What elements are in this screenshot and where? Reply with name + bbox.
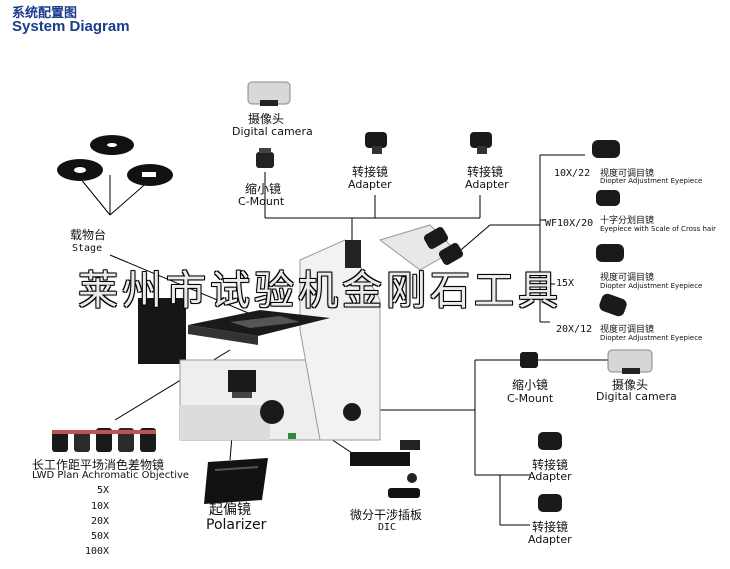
eyepiece-3-label-en: Diopter Adjustment Eyepiece [600,282,703,290]
objective-label-en: LWD Plan Achromatic Objective [32,470,190,481]
objectives-icon [52,428,156,452]
top-adapter-2-label-en: Adapter [465,178,509,191]
stage-plates-icon [57,135,173,186]
top-adapter-1-label-en: Adapter [348,178,392,191]
dic-label-en: DIC [378,522,397,533]
eyepiece-icons [592,140,627,317]
eyepiece-2-label-en: Eyepiece with Scale of Cross hair [600,225,717,233]
title-chinese: 系统配置图 [12,6,78,21]
top-adapter-1-icon [365,132,387,154]
right-adapter-1-icon [538,432,562,450]
eyepiece-3-mag: 15X [556,278,575,289]
polarizer-icon [204,458,268,504]
eyepiece-3-label-cn: 视度可调目镜 [600,273,655,283]
eyepiece-2-label-cn: 十字分划目镜 [600,216,655,226]
eyepiece-1-label-en: Diopter Adjustment Eyepiece [600,177,703,185]
top-camera-icon [247,81,291,106]
top-camera-label-cn: 摄像头 [248,112,285,126]
eyepiece-4-label-en: Diopter Adjustment Eyepiece [600,334,703,342]
stage-label-en: Stage [72,243,103,254]
top-camera-label-en: Digital camera [232,125,313,138]
eyepiece-1-mag: 10X/22 [554,168,591,179]
objective-mag-5: 100X [85,546,110,557]
polarizer-label-cn: 起偏镜 [209,502,251,518]
right-adapter-2-label-cn: 转接镜 [532,520,569,534]
eyepiece-1-label-cn: 视度可调目镜 [600,169,655,179]
right-adapter-2-label-en: Adapter [528,533,572,546]
polarizer-label-en: Polarizer [206,517,267,533]
right-camera-label-cn: 摄像头 [612,378,649,392]
top-adapter-2-label-cn: 转接镜 [467,165,504,179]
dic-icon [350,440,420,498]
eyepiece-4-mag: 20X/12 [556,324,593,335]
right-cmount-label-en: C-Mount [507,392,554,405]
right-cmount-icon [520,352,538,368]
eyepiece-2-mag: WF10X/20 [545,218,594,229]
title-english: System Diagram [12,18,130,35]
right-camera-icon [607,349,653,374]
objective-mag-2: 10X [91,501,110,512]
top-cmount-label-en: C-Mount [238,195,285,208]
top-cmount-label-cn: 缩小镜 [245,182,282,196]
top-adapter-2-icon [470,132,492,154]
watermark-text: 莱州市试验机金刚石工具 [78,268,562,314]
objective-mag-3: 20X [91,516,110,527]
top-cmount-icon [256,148,274,168]
top-adapter-1-label-cn: 转接镜 [352,165,389,179]
right-adapter-2-icon [538,494,562,512]
right-adapter-1-label-cn: 转接镜 [532,458,569,472]
eyepiece-4-label-cn: 视度可调目镜 [600,325,655,335]
right-cmount-label-cn: 缩小镜 [512,378,549,392]
right-camera-label-en: Digital camera [596,390,677,403]
objective-mag-4: 50X [91,531,110,542]
right-adapter-1-label-en: Adapter [528,470,572,483]
dic-label-cn: 微分干涉插板 [350,508,423,522]
microscope-icon [138,224,464,441]
objective-mag-1: 5X [97,485,110,496]
stage-label-cn: 载物台 [70,228,107,242]
objective-label-cn: 长工作距平场消色差物镜 [32,458,165,472]
